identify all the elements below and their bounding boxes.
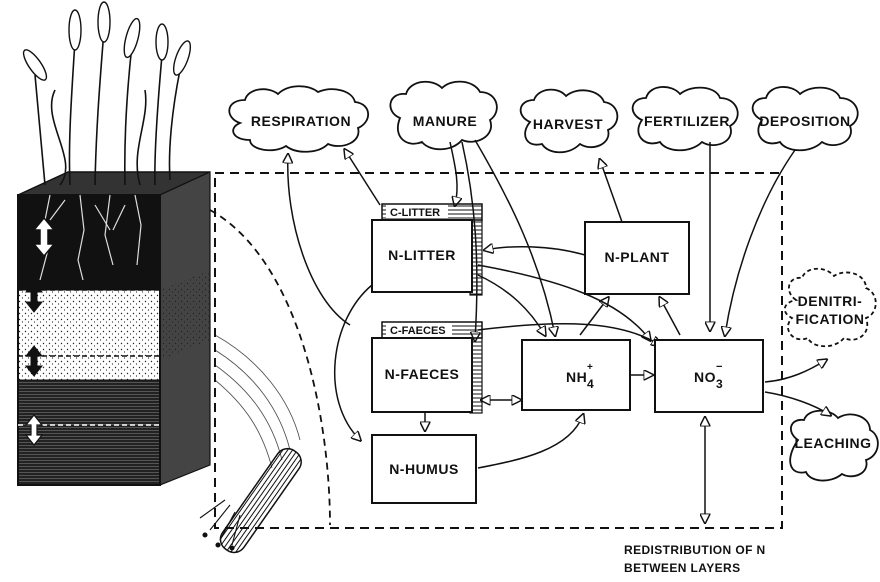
nitrate-to-denitrification-arrow [765,360,826,382]
ammonium-to-plant-arrow [580,298,608,335]
manure-to-ammonium-arrow [475,140,555,335]
n-plant-label: N-PLANT [605,249,670,265]
harvest-label: HARVEST [533,116,603,132]
nitrate-charge: − [716,361,722,373]
nitrate-label: NO [694,369,716,385]
denitrification-cloud: DENITRI- FICATION [785,269,876,347]
humus-to-ammonium-arrow [478,415,583,468]
c-faeces-label: C-FAECES [390,325,446,337]
n-litter-label: N-LITTER [388,247,456,263]
n-litter-pool: N-LITTER [372,220,472,292]
n-humus-pool: N-HUMUS [372,435,476,503]
n-humus-label: N-HUMUS [389,461,459,477]
ammonium-pool: NH + 4 [522,340,630,410]
leaching-label: LEACHING [794,435,871,451]
respiration-cloud: RESPIRATION [229,86,368,152]
flow-arrows [288,140,830,522]
leaching-cloud: LEACHING [790,411,878,481]
harvest-cloud: HARVEST [521,90,618,153]
fertilizer-label: FERTILIZER [644,113,730,129]
manure-cloud: MANURE [390,82,496,150]
plant-to-harvest-arrow [600,160,622,222]
ammonium-charge: + [587,362,593,373]
plant-to-litter-arrow [485,247,585,255]
deposition-label: DEPOSITION [759,113,850,129]
denitrification-label-line1: DENITRI- [798,293,863,309]
n-faeces-pool: N-FAECES [372,338,472,412]
n-faeces-label: N-FAECES [385,366,460,382]
root-zoom-inset [200,210,330,557]
respiration-label: RESPIRATION [251,113,351,129]
c-litter-label: C-LITTER [390,207,440,219]
manure-label: MANURE [413,113,477,129]
soil-profile-illustration [18,2,210,485]
litter-to-respiration-arrow [345,150,380,205]
deep-layer [18,380,160,485]
caption-line2: BETWEEN LAYERS [624,561,741,575]
fertilizer-cloud: FERTILIZER [633,87,738,150]
nitrate-subscript: 3 [716,377,723,391]
denitrification-label-line2: FICATION [795,311,864,327]
faeces-to-respiration-arrow [288,155,350,325]
n-plant-pool: N-PLANT [585,222,689,294]
ammonium-subscript: 4 [587,377,594,391]
ammonium-label: NH [566,369,587,385]
nitrate-to-plant-arrow [660,298,680,335]
nitrate-pool: NO − 3 [655,340,763,412]
deposition-cloud: DEPOSITION [753,87,858,150]
wheat-ears [20,2,194,83]
manure-to-litter-arrow [450,142,457,205]
caption-line1: REDISTRIBUTION OF N [624,543,766,557]
litter-to-humus-arrow [335,285,372,440]
